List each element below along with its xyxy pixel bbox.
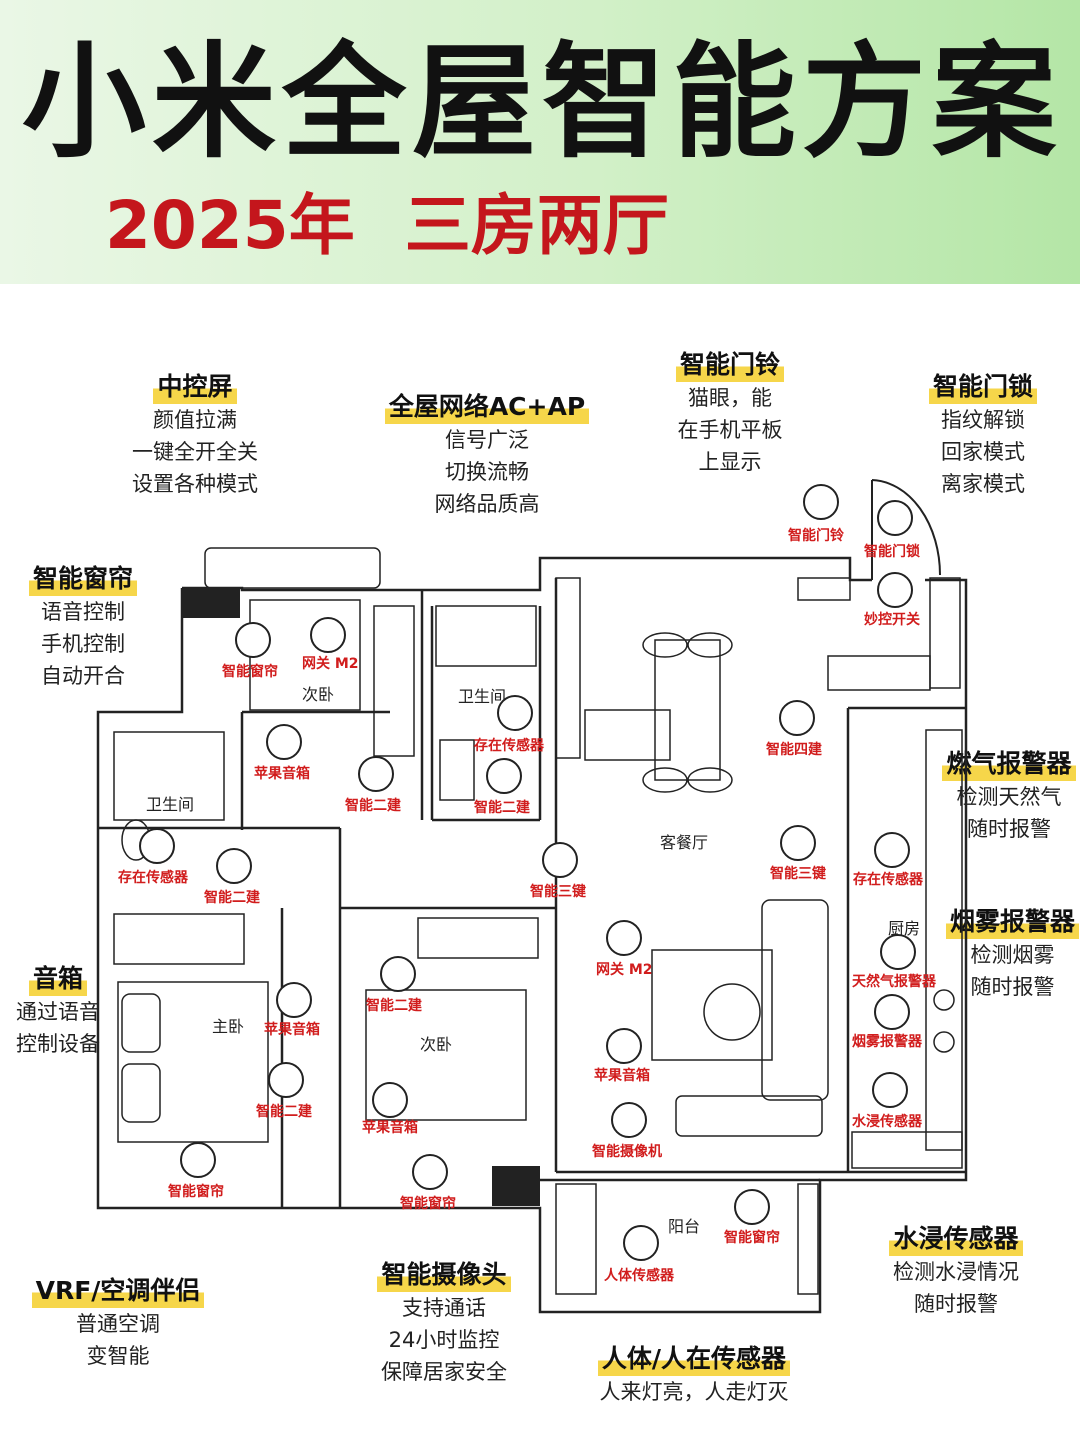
device-label: 智能窗帘 xyxy=(221,663,278,680)
device-label: 网关 M2 xyxy=(596,961,653,978)
camera-icon xyxy=(611,1102,647,1138)
door-lock-icon xyxy=(877,500,913,536)
callout-human: 人体/人在传感器 人来灯亮，人走灯灭 xyxy=(597,1342,791,1404)
device-label: 苹果音箱 xyxy=(362,1119,418,1136)
device-label: 天然气报警器 xyxy=(852,973,937,990)
callout-title: 智能门锁 xyxy=(928,370,1037,404)
callout-central-screen: 中控屏 颜值拉满 一键全开全关 设置各种模式 xyxy=(132,370,258,496)
device-label: 智能窗帘 xyxy=(723,1229,780,1246)
device-label: 智能二建 xyxy=(255,1103,312,1120)
human-sensor-icon xyxy=(623,1225,659,1261)
device-label: 智能二建 xyxy=(473,799,530,816)
callout-curtain: 智能窗帘 语音控制 手机控制 自动开合 xyxy=(12,562,154,692)
device-label: 存在传感器 xyxy=(474,737,545,754)
callout-doorlock: 智能门锁 指纹解锁 回家模式 离家模式 xyxy=(912,370,1054,500)
device-label: 智能二建 xyxy=(203,889,260,906)
device-label: 妙控开关 xyxy=(864,611,920,628)
device-label: 智能门铃 xyxy=(787,527,844,544)
callout-title: 全屋网络AC+AP xyxy=(384,390,590,424)
device-label: 存在传感器 xyxy=(118,869,189,886)
callout-gas: 燃气报警器 检测天然气 随时报警 xyxy=(938,747,1080,845)
device-label: 网关 M2 xyxy=(302,655,359,672)
device-label: 智能三键 xyxy=(769,865,827,882)
room-label: 厨房 xyxy=(888,919,920,938)
device-label: 智能摄像机 xyxy=(591,1143,662,1160)
switch-2-icon xyxy=(268,1062,304,1098)
callout-smoke: 烟雾报警器 检测烟雾 随时报警 xyxy=(945,905,1080,1003)
room-label: 阳台 xyxy=(668,1217,700,1236)
device-label: 智能二建 xyxy=(365,997,422,1014)
callout-doorbell: 智能门铃 猫眼，能 在手机平板 上显示 xyxy=(675,348,784,474)
device-label: 人体传感器 xyxy=(604,1267,675,1284)
room-label: 卫生间 xyxy=(458,687,506,706)
callout-title: VRF/空调伴侣 xyxy=(31,1274,205,1308)
callout-title: 燃气报警器 xyxy=(942,747,1076,781)
water-sensor-icon xyxy=(872,1072,908,1108)
callout-title: 烟雾报警器 xyxy=(945,905,1079,939)
room-label: 主卧 xyxy=(212,1017,244,1036)
switch-2-icon xyxy=(358,756,394,792)
smoke-alarm-icon xyxy=(874,994,910,1030)
room-label: 客餐厅 xyxy=(660,833,708,852)
switch-2-icon xyxy=(486,758,522,794)
switch-2-icon xyxy=(216,848,252,884)
switch-3-icon xyxy=(780,825,816,861)
subtitle-year: 2025年 xyxy=(105,187,355,264)
entry-door xyxy=(871,479,941,580)
callout-title: 智能门铃 xyxy=(675,348,784,382)
device-label: 智能三键 xyxy=(529,883,587,900)
curtain-icon xyxy=(734,1189,770,1225)
doorbell-icon xyxy=(803,484,839,520)
switch-2-icon xyxy=(380,956,416,992)
header-banner: 小米全屋智能方案 2025年三房两厅 xyxy=(0,0,1080,284)
subtitle-layout: 三房两厅 xyxy=(404,187,669,264)
switch-3-icon xyxy=(542,842,578,878)
curtain-icon xyxy=(412,1154,448,1190)
callout-title: 人体/人在传感器 xyxy=(597,1342,791,1376)
speaker-icon xyxy=(276,982,312,1018)
speaker-icon xyxy=(606,1028,642,1064)
device-label: 苹果音箱 xyxy=(264,1021,320,1038)
device-label: 存在传感器 xyxy=(853,871,924,888)
callout-speaker: 音箱 通过语音 控制设备 xyxy=(16,962,100,1056)
presence-sensor-icon xyxy=(139,828,175,864)
room-label: 次卧 xyxy=(420,1035,452,1054)
device-label: 智能四建 xyxy=(765,741,822,758)
room-label: 次卧 xyxy=(302,685,334,704)
speaker-icon xyxy=(372,1082,408,1118)
speaker-icon xyxy=(266,724,302,760)
device-label: 苹果音箱 xyxy=(254,765,310,782)
device-label: 水浸传感器 xyxy=(852,1113,923,1130)
callout-vrf: VRF/空调伴侣 普通空调 变智能 xyxy=(18,1274,218,1372)
presence-sensor-icon xyxy=(874,832,910,868)
page-title: 小米全屋智能方案 xyxy=(22,31,1063,175)
floor-plan: 次卧 卫生间 卫生间 客餐厅 主卧 次卧 厨房 阳台 xyxy=(96,479,968,1314)
callout-network: 全屋网络AC+AP 信号广泛 切换流畅 网络品质高 xyxy=(382,390,592,520)
device-label: 烟雾报警器 xyxy=(852,1033,923,1050)
device-label: 智能窗帘 xyxy=(399,1195,456,1212)
device-label: 智能二建 xyxy=(344,797,401,814)
curtain-icon xyxy=(235,622,271,658)
presence-sensor-icon xyxy=(497,695,533,731)
gateway-icon xyxy=(310,617,346,653)
device-label: 智能窗帘 xyxy=(167,1183,224,1200)
room-label: 卫生间 xyxy=(146,795,194,814)
callout-water: 水浸传感器 检测水浸情况 随时报警 xyxy=(872,1222,1040,1320)
device-label: 苹果音箱 xyxy=(594,1067,650,1084)
switch-4-icon xyxy=(779,700,815,736)
exterior-wall xyxy=(96,578,968,1314)
device-label: 智能门锁 xyxy=(863,543,920,560)
callout-title: 音箱 xyxy=(28,962,87,996)
callout-title: 智能摄像头 xyxy=(377,1258,511,1292)
callout-title: 水浸传感器 xyxy=(889,1222,1023,1256)
switch-icon xyxy=(877,572,913,608)
callout-title: 智能窗帘 xyxy=(28,562,137,596)
gateway-icon xyxy=(606,920,642,956)
exterior-wall-top xyxy=(182,556,872,592)
gas-alarm-icon xyxy=(880,934,916,970)
curtain-icon xyxy=(180,1142,216,1178)
page-subtitle: 2025年三房两厅 xyxy=(105,186,669,266)
callout-camera: 智能摄像头 支持通话 24小时监控 保障居家安全 xyxy=(362,1258,526,1388)
callout-title: 中控屏 xyxy=(153,370,237,404)
